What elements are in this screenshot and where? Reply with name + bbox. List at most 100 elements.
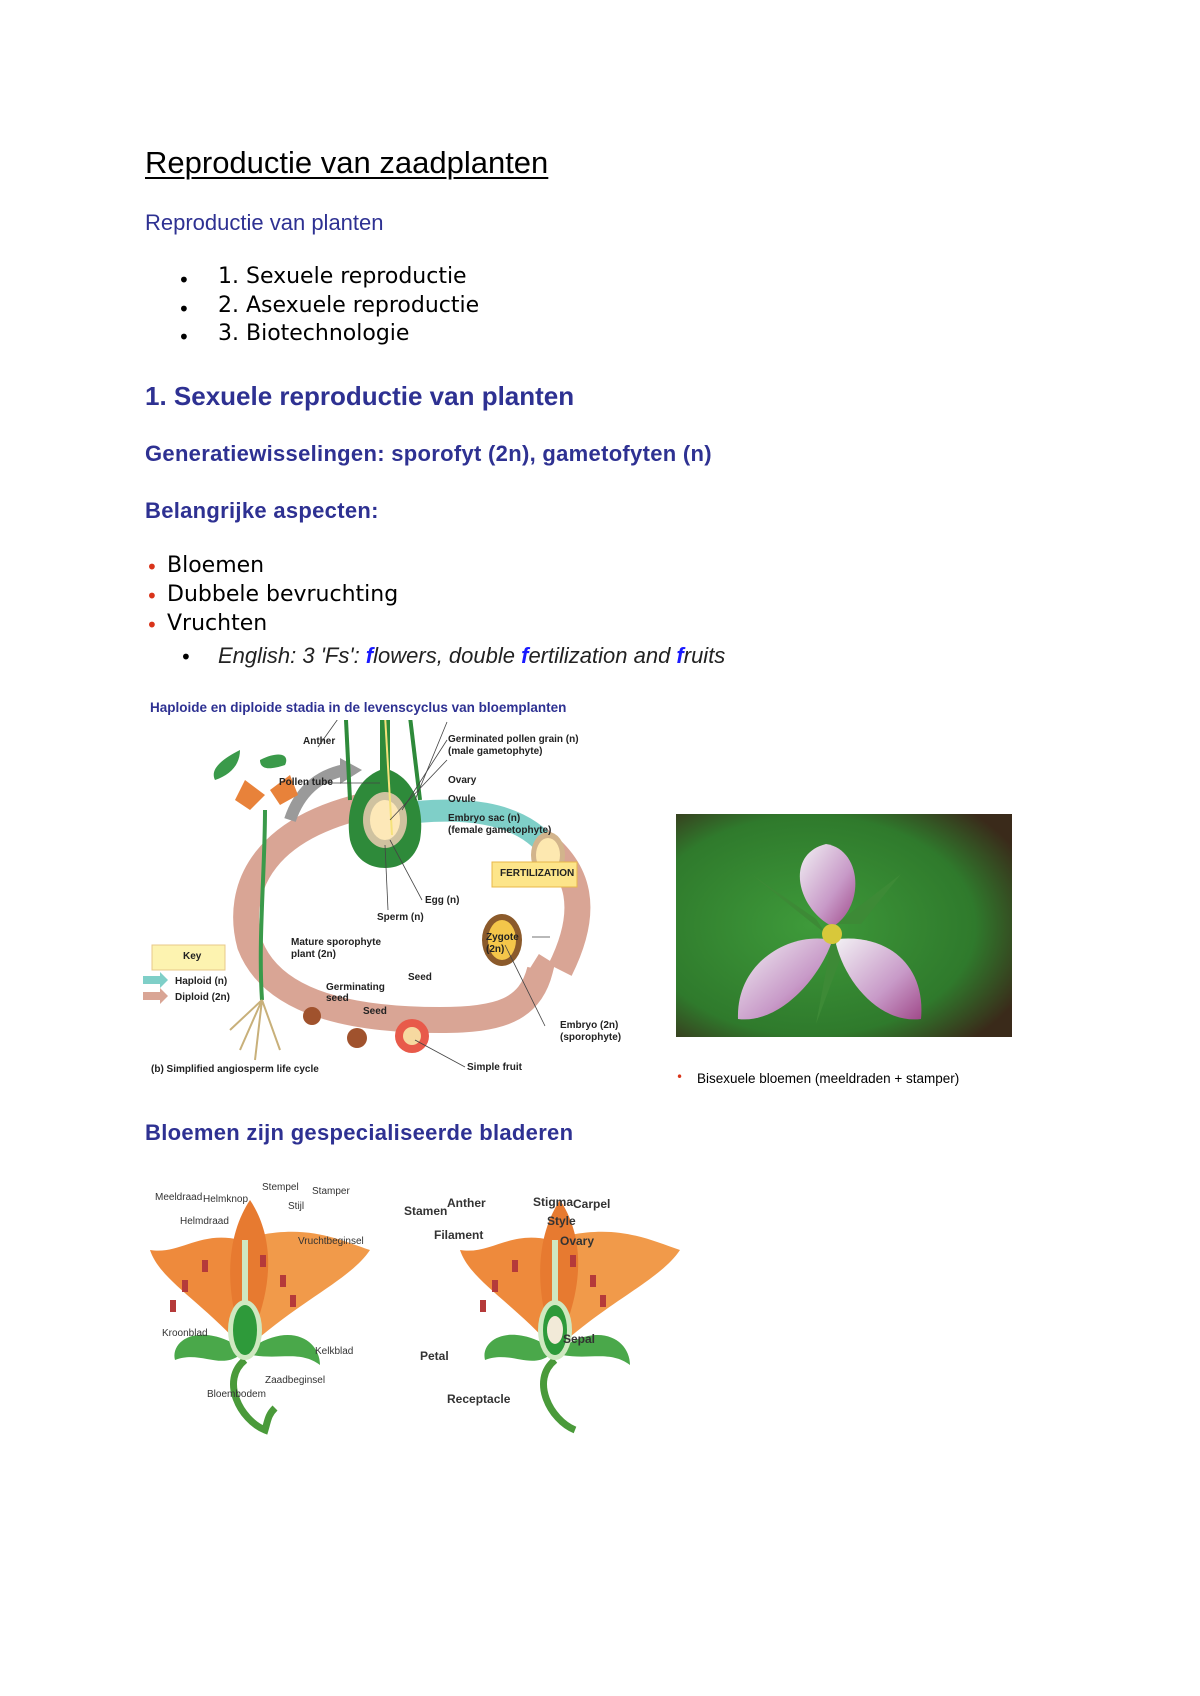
- list-item: 3. Biotechnologie: [218, 321, 410, 346]
- seed: [347, 1028, 367, 1048]
- label-pollen-grain: Germinated pollen grain (n): [448, 734, 579, 745]
- label-carpel: Carpel: [573, 1197, 611, 1211]
- photo-petal: [836, 938, 922, 1020]
- label-vruchtbeginsel: Vruchtbeginsel: [298, 1236, 364, 1247]
- diploid-key-arrow: [143, 988, 168, 1004]
- label-zaadbeginsel: Zaadbeginsel: [265, 1375, 326, 1386]
- label-meeldraad: Meeldraad: [155, 1192, 203, 1203]
- label-receptacle: Receptacle: [447, 1392, 511, 1406]
- english-flower: [460, 1200, 680, 1434]
- heading-belangrijke-aspecten: Belangrijke aspecten:: [145, 498, 379, 523]
- label-style: Style: [547, 1214, 576, 1228]
- leader-lines: [317, 720, 550, 1068]
- label-stempel: Stempel: [262, 1182, 299, 1193]
- list-item: Bloemen: [167, 553, 265, 578]
- label-pollen-grain-sub: (male gametophyte): [448, 746, 543, 757]
- label-helmdraad: Helmdraad: [180, 1216, 229, 1227]
- label-zygote-sub: (2n): [486, 944, 505, 955]
- label-embryo: Embryo (2n): [560, 1020, 619, 1031]
- figure-title: Haploide en diploide stadia in de levens…: [150, 700, 567, 715]
- haploid-key-arrow: [143, 972, 168, 988]
- list-item: 1. Sexuele reproductie: [218, 264, 467, 289]
- photo-petal: [737, 938, 831, 1020]
- filament-line: [408, 720, 422, 801]
- label-embryo-sac-sub: (female gametophyte): [448, 825, 552, 836]
- pollen-tube-line: [384, 720, 393, 836]
- label-stamper: Stamper: [312, 1186, 350, 1197]
- label-fertilization: FERTILIZATION: [500, 868, 575, 879]
- label-seed: Seed: [408, 972, 432, 983]
- filament-line: [343, 720, 352, 801]
- label-petal: Petal: [420, 1349, 449, 1363]
- label-mature-sporophyte-sub: plant (2n): [291, 949, 336, 960]
- plant-leaves: [213, 750, 287, 780]
- diploid-arrow: [233, 787, 555, 1034]
- label-germinating: Germinating: [326, 982, 385, 993]
- english-fs-note: English: 3 'Fs': flowers, double fertili…: [218, 643, 726, 668]
- label-sperm: Sperm (n): [377, 912, 424, 923]
- embryo-sac-shape: [370, 800, 400, 840]
- bullet: •: [146, 584, 158, 608]
- bullet: •: [676, 1070, 684, 1084]
- trillium-photo: [676, 814, 1012, 1037]
- flower-diagrams: [150, 1200, 680, 1435]
- label-embryo-sub: (sporophyte): [560, 1032, 622, 1043]
- label-bloembodem: Bloembodem: [207, 1389, 266, 1400]
- photo-leaves: [751, 874, 901, 1024]
- label-ovary: Ovary: [448, 775, 477, 786]
- label-zygote: Zygote: [486, 932, 519, 943]
- photo-petal: [799, 844, 856, 926]
- label-helmknop: Helmknop: [203, 1194, 249, 1205]
- heading-reproductie-van-planten: Reproductie van planten: [145, 210, 384, 235]
- heading-sexuele-reproductie: 1. Sexuele reproductie van planten: [145, 381, 575, 411]
- label-kroonblad: Kroonblad: [162, 1328, 208, 1339]
- label-ovary: Ovary: [560, 1234, 595, 1248]
- bullet: •: [178, 297, 190, 321]
- bullet: •: [178, 325, 190, 349]
- germinating-seed: [303, 1007, 321, 1025]
- arrowhead: [340, 758, 362, 784]
- label-stijl: Stijl: [288, 1201, 305, 1212]
- label-mature-sporophyte: Mature sporophyte: [291, 937, 382, 948]
- label-sepal: Sepal: [563, 1332, 596, 1346]
- photo-background: [676, 814, 1012, 1037]
- key-box: [151, 944, 226, 971]
- fertilization-box: [491, 861, 578, 888]
- bullet: •: [146, 613, 158, 637]
- seed-in-fruit: [403, 1027, 421, 1045]
- dutch-flower: [150, 1200, 370, 1435]
- label-anther: Anther: [303, 736, 336, 747]
- label-kelkblad: Kelkblad: [315, 1346, 354, 1357]
- key-title: Key: [183, 951, 202, 962]
- heading-generatiewisselingen: Generatiewisselingen: sporofyt (2n), gam…: [145, 441, 712, 466]
- heading-bloemen-bladeren: Bloemen zijn gespecialiseerde bladeren: [145, 1120, 574, 1145]
- plant-stem: [258, 809, 267, 1001]
- bullet: •: [146, 555, 158, 579]
- label-stamen: Stamen: [404, 1204, 448, 1218]
- figure-caption: (b) Simplified angiosperm life cycle: [151, 1064, 319, 1075]
- bullet: •: [180, 645, 192, 669]
- label-filament: Filament: [434, 1228, 484, 1242]
- list-item: Dubbele bevruchting: [167, 582, 399, 607]
- roots: [229, 999, 281, 1061]
- label-ovule: Ovule: [448, 794, 476, 805]
- label-stigma: Stigma: [533, 1195, 574, 1209]
- label-anther: Anther: [447, 1196, 486, 1210]
- label-egg: Egg (n): [425, 895, 460, 906]
- key-diploid: Diploid (2n): [175, 992, 230, 1003]
- label-pollen-tube: Pollen tube: [279, 777, 333, 788]
- gray-arrow: [284, 764, 347, 823]
- label-seed: Seed: [363, 1006, 387, 1017]
- document-title: Reproductie van zaadplanten: [145, 145, 549, 180]
- list-item: Vruchten: [167, 611, 268, 636]
- photo-caption: Bisexuele bloemen (meeldraden + stamper): [697, 1071, 960, 1086]
- label-embryo-sac: Embryo sac (n): [448, 813, 521, 824]
- plant-flower: [235, 775, 298, 810]
- key-haploid: Haploid (n): [175, 976, 228, 987]
- bullet: •: [178, 268, 190, 292]
- lifecycle-diagram: [143, 720, 591, 1068]
- embryo-seed-inner: [488, 920, 516, 960]
- list-item: 2. Asexuele reproductie: [218, 293, 480, 318]
- photo-stamens: [822, 924, 842, 944]
